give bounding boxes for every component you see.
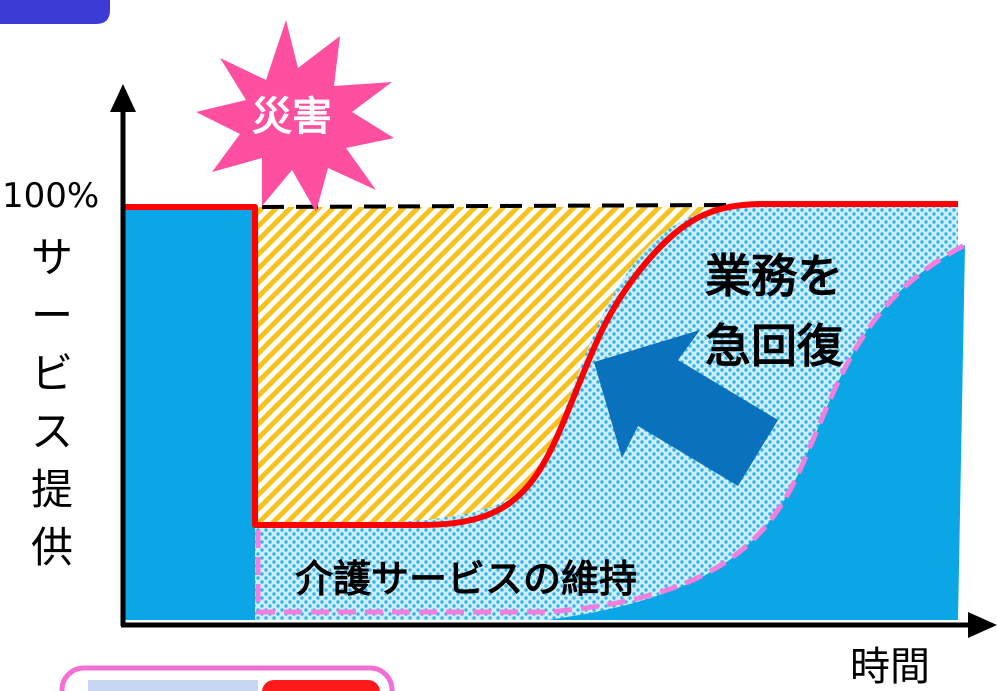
disaster-label: 災害	[252, 94, 332, 140]
maintain-service-label: 介護サービスの維持	[295, 557, 637, 601]
y-axis-label-char: ビ	[31, 349, 73, 398]
normal-recovery-area	[548, 245, 965, 620]
recovery-label-line2: 急回復	[705, 319, 844, 373]
up-left-arrow-icon	[594, 330, 778, 486]
y-axis-label-char: 提	[31, 465, 73, 514]
y-axis-label-char: ス	[31, 407, 73, 456]
recovery-label-line1: 業務を	[705, 249, 843, 303]
bottom-card-icon	[59, 665, 395, 691]
explosion-burst-icon	[196, 20, 394, 212]
y-axis-label-char: 供	[31, 523, 73, 572]
y-axis-label-char: サ	[31, 233, 73, 282]
x-axis-arrowhead	[968, 612, 997, 638]
bcp-recovery-curve	[125, 201, 958, 528]
y-axis-arrowhead	[110, 84, 136, 112]
corner-tab-shape	[0, 0, 110, 24]
service-loss-region	[258, 205, 958, 525]
normal-recovery-dashed-line	[255, 242, 967, 615]
pre-disaster-service-block	[125, 207, 255, 620]
y-tick-100-label: 100%	[2, 176, 99, 216]
y-axis-label: サ ー ビ ス 提 供	[31, 233, 73, 572]
y-axis-label-char: ー	[31, 291, 73, 340]
x-axis-label: 時間	[850, 644, 930, 690]
